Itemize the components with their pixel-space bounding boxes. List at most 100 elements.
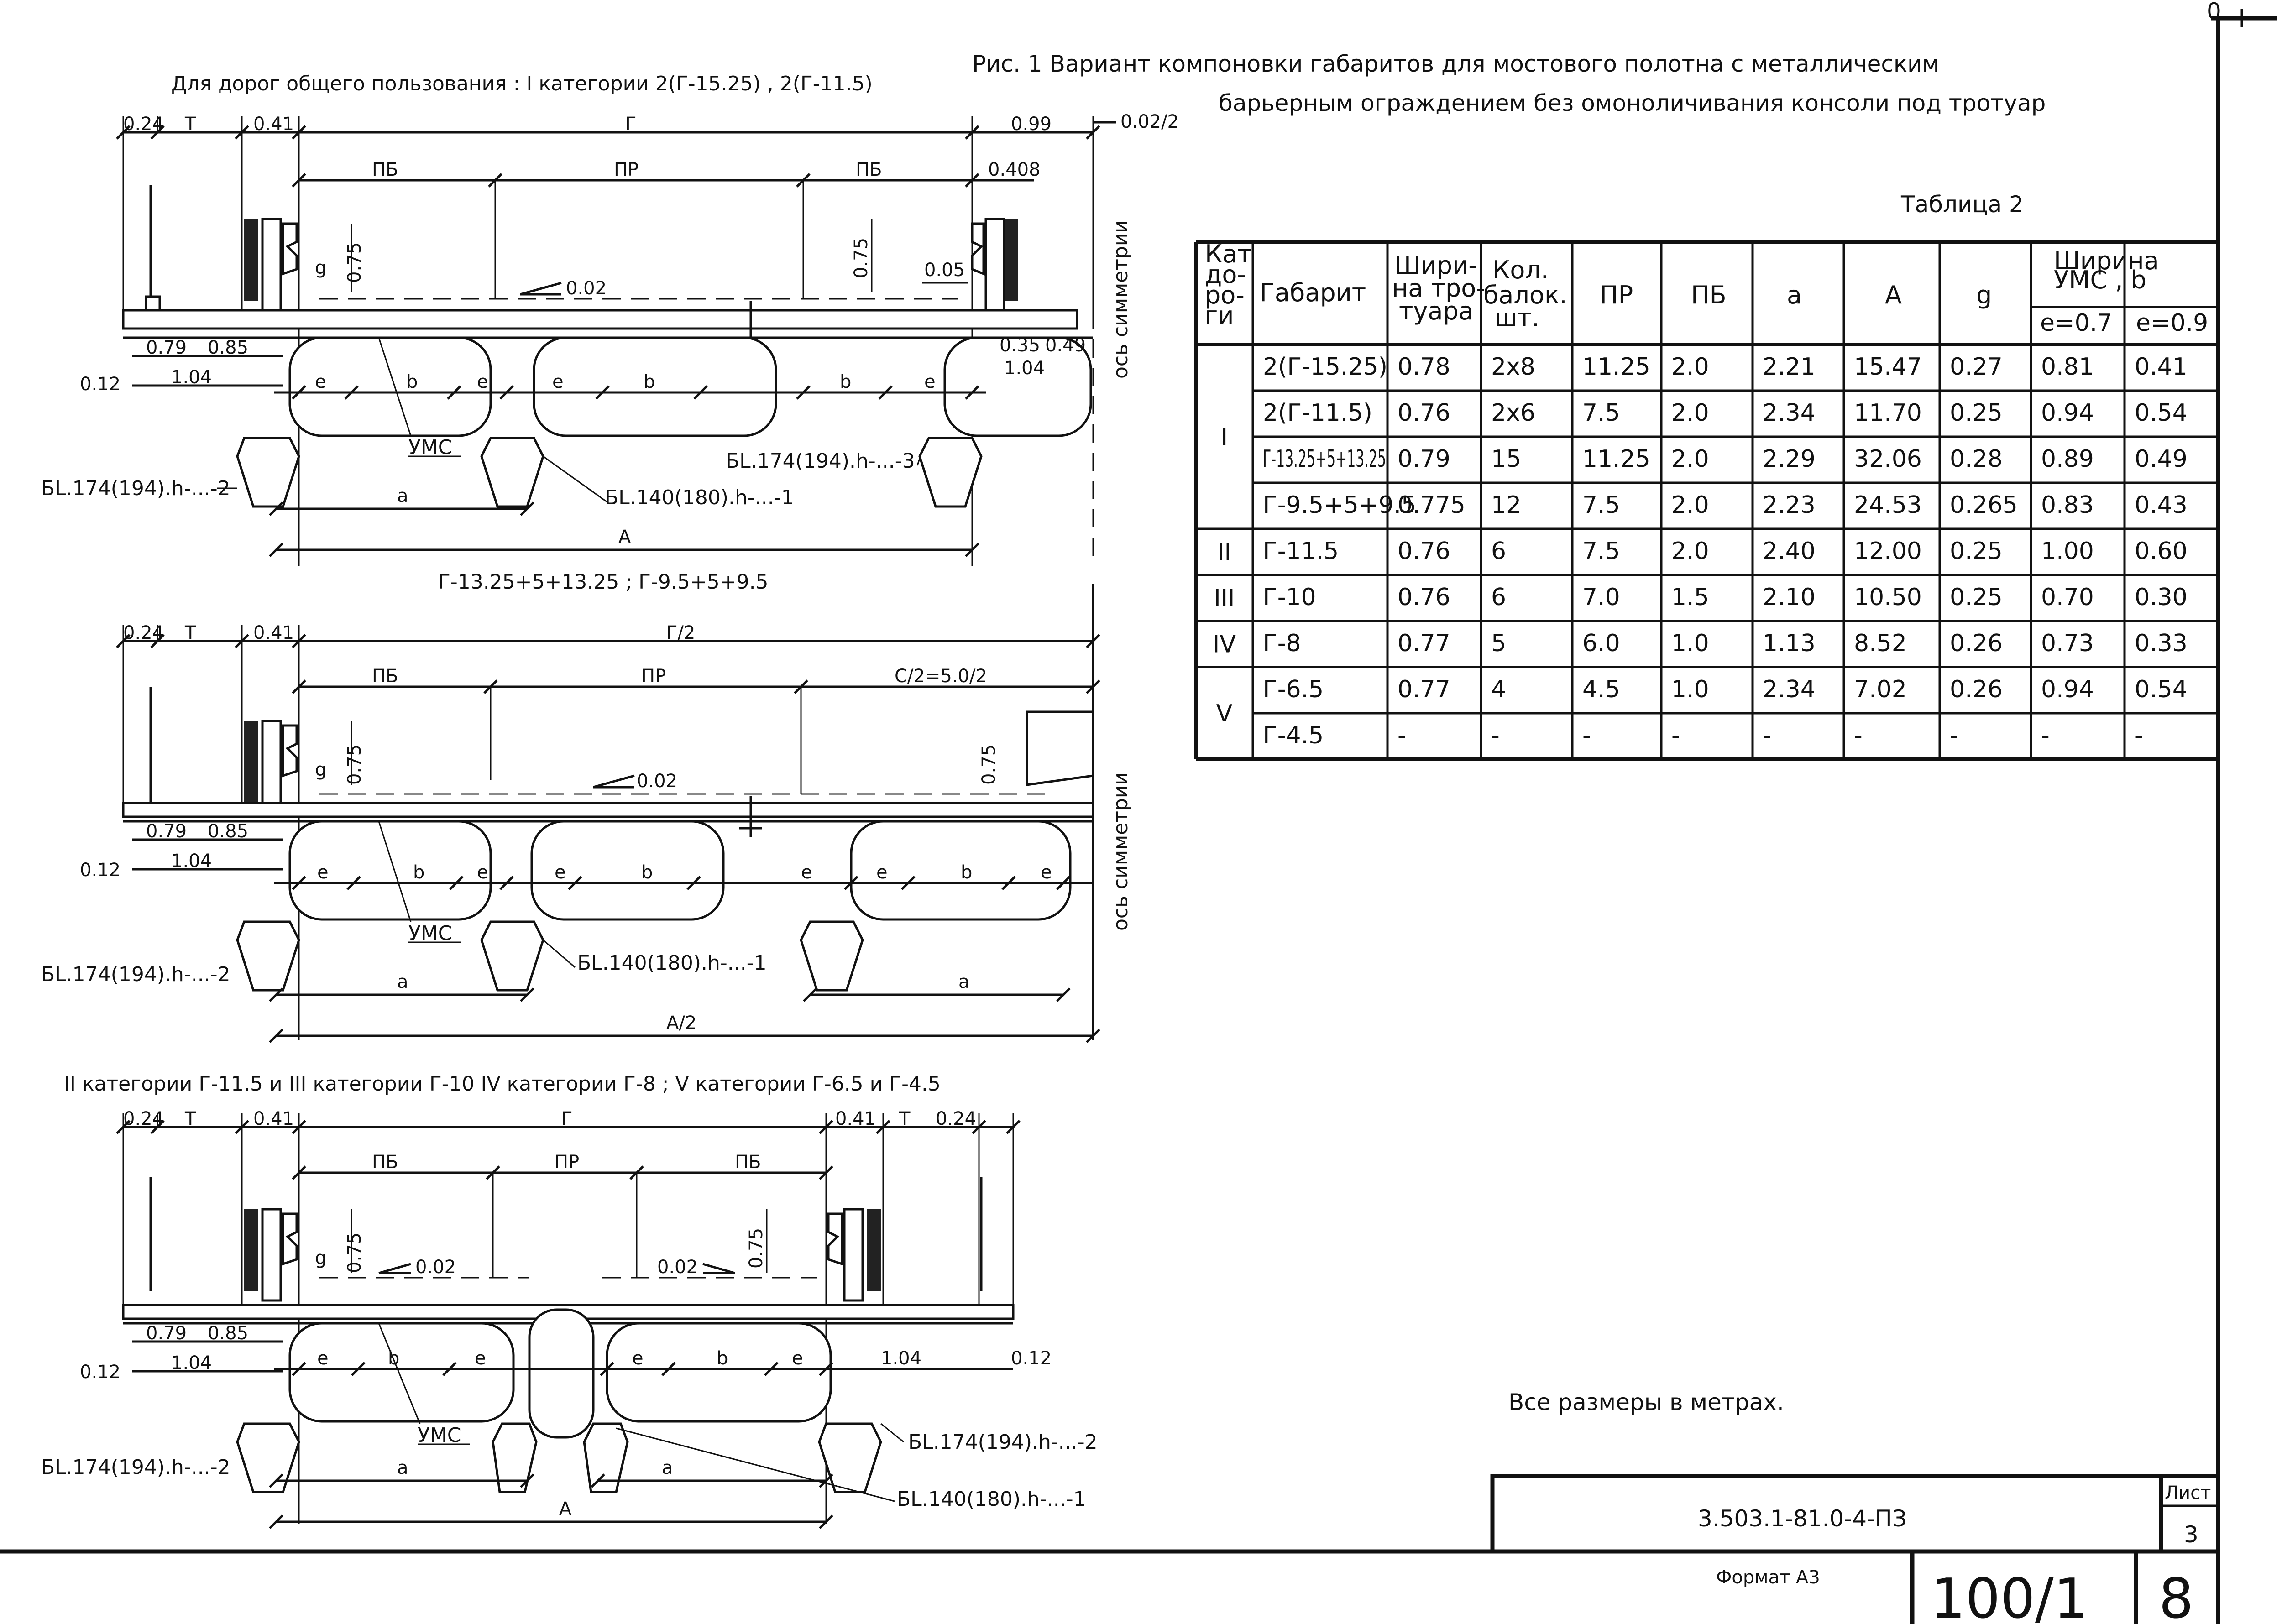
table-cell: 0.77 xyxy=(1397,630,1450,657)
table-category-0: I xyxy=(1221,423,1228,451)
table-cell: 0.30 xyxy=(2135,584,2188,611)
gap-e-2: e xyxy=(477,862,488,883)
table-cell: 15 xyxy=(1491,445,1521,473)
lane-pb: ПБ xyxy=(372,666,398,687)
dim-085: 0.85 xyxy=(208,337,248,358)
dim-035: 0.35 xyxy=(1000,335,1040,356)
table-cell: 0.27 xyxy=(1950,353,2003,381)
dim-085: 0.85 xyxy=(208,1323,248,1344)
table-cell: 2.0 xyxy=(1671,353,1709,381)
table-cell: - xyxy=(1763,722,1771,749)
dim-079: 0.79 xyxy=(146,337,187,358)
table-cell: 6 xyxy=(1491,584,1506,611)
table-cell: 0.43 xyxy=(2135,491,2188,519)
hdr-pr: ПР xyxy=(1600,281,1633,309)
dim-041-r: 0.41 xyxy=(835,1108,876,1129)
table-cell: 0.81 xyxy=(2041,353,2094,381)
height-right: 0.75 xyxy=(851,238,872,278)
dim-085: 0.85 xyxy=(208,821,248,842)
table-cell: - xyxy=(1671,722,1680,749)
table-cell: 0.60 xyxy=(2135,538,2188,565)
table-cell: - xyxy=(2041,722,2050,749)
format-label: Формат А3 xyxy=(1716,1567,1820,1588)
table-cell: 11.25 xyxy=(1582,353,1650,381)
table-cell: 0.78 xyxy=(1397,353,1450,381)
dim-099: 0.99 xyxy=(1011,114,1052,135)
table-cell: 2.21 xyxy=(1763,353,1816,381)
table-cell: 0.265 xyxy=(1950,491,2018,519)
dim-024-r: 0.24 xyxy=(936,1108,976,1129)
dim-079: 0.79 xyxy=(146,821,187,842)
dim-024-l: 0.24 xyxy=(123,1108,164,1129)
table-header: Кат до- ро- ги Габарит Шири- на тро- туа… xyxy=(1205,240,2208,337)
table-cell: 0.54 xyxy=(2135,676,2188,703)
table-cell: 4.5 xyxy=(1582,676,1620,703)
table-cell: 0.25 xyxy=(1950,538,2003,565)
dim-T: Т xyxy=(184,622,196,643)
gap-b-2: b xyxy=(641,862,653,883)
hdr-cat-4: ги xyxy=(1205,301,1234,330)
g-label: g xyxy=(315,1248,326,1269)
table-cell: 0.775 xyxy=(1397,491,1466,519)
table-cell: 0.79 xyxy=(1397,445,1450,473)
sheet-number: 3 xyxy=(2184,1521,2198,1548)
lane-pb-right: ПБ xyxy=(735,1152,761,1173)
lane-pb-right: ПБ xyxy=(856,159,882,180)
table-cell: 5 xyxy=(1491,630,1506,657)
beam-mid-label: БL.140(180).h-...-1 xyxy=(897,1488,1086,1511)
gap-e-1: e xyxy=(317,1348,329,1369)
table-cell: 0.89 xyxy=(2041,445,2094,473)
table-cell: 2.10 xyxy=(1763,584,1816,611)
dim-024: 0.24 xyxy=(123,622,164,643)
dim-G2: Г/2 xyxy=(666,622,695,643)
slope-left: 0.02 xyxy=(415,1257,456,1278)
table-cell: 0.26 xyxy=(1950,630,2003,657)
table-cell: - xyxy=(1397,722,1406,749)
beam-left-label: БL.174(194).h-...-2 xyxy=(41,477,230,500)
hdr-a: a xyxy=(1787,281,1802,309)
lane-c2: С/2=5.0/2 xyxy=(895,666,987,687)
table-caption: Таблица 2 xyxy=(1900,191,2024,218)
hdr-cat-1: Кат xyxy=(1205,240,1252,268)
dim-002-2: 0.02/2 xyxy=(1120,111,1179,132)
table-cell: 6.0 xyxy=(1582,630,1620,657)
section-1-heading: Для дорог общего пользования : I категор… xyxy=(171,72,873,95)
hdr-pb: ПБ xyxy=(1691,281,1727,309)
A-label: A xyxy=(618,527,631,548)
dim-049: 0.49 xyxy=(1045,335,1086,356)
ums-label: УМС xyxy=(418,1424,461,1447)
dim-0408: 0.408 xyxy=(988,159,1041,180)
table-cell: 1.0 xyxy=(1671,676,1709,703)
gap-e-4: e xyxy=(801,862,812,883)
lane-pb-left: ПБ xyxy=(372,159,398,180)
gap-b-1: b xyxy=(406,371,418,392)
dim-012: 0.12 xyxy=(80,1362,120,1383)
beam-left-label: БL.174(194).h-...-2 xyxy=(41,1456,230,1479)
dim-041-l: 0.41 xyxy=(253,1108,294,1129)
table-cell: 11.70 xyxy=(1854,399,1922,427)
section-2-cross-section: Г-13.25+5+13.25 ; Г-9.5+5+9.5 0.24 Т 0.4… xyxy=(41,570,1132,1042)
table-cell: 2.0 xyxy=(1671,491,1709,519)
dim-012: 0.12 xyxy=(80,860,120,881)
dim-T-r: Т xyxy=(899,1108,911,1129)
table-grid xyxy=(1194,240,2220,761)
table-cell: 4 xyxy=(1491,676,1506,703)
table-cell: 1.00 xyxy=(2041,538,2094,565)
gap-b-3: b xyxy=(961,862,972,883)
table-cell: 0.26 xyxy=(1950,676,2003,703)
height-right: 0.75 xyxy=(746,1228,767,1269)
table-cell: Г-13.25+5+13.25 xyxy=(1263,445,1386,473)
table-category-4: V xyxy=(1216,700,1233,727)
g-label: g xyxy=(315,759,326,780)
hdr-count-1: Кол. xyxy=(1492,256,1549,284)
table-cell: Г-8 xyxy=(1263,630,1301,657)
gap-e-2: e xyxy=(477,371,488,392)
table-cell: - xyxy=(1582,722,1591,749)
dim-104-right: 1.04 xyxy=(881,1348,921,1369)
dim-G: Г xyxy=(561,1108,572,1129)
table-cell: 0.73 xyxy=(2041,630,2094,657)
caption-line-2: барьерным ограждением без омоноличивания… xyxy=(1219,90,2046,116)
beam-left-label: БL.174(194).h-...-2 xyxy=(41,963,230,986)
table-cell: 2(Г-15.25) xyxy=(1263,353,1387,381)
